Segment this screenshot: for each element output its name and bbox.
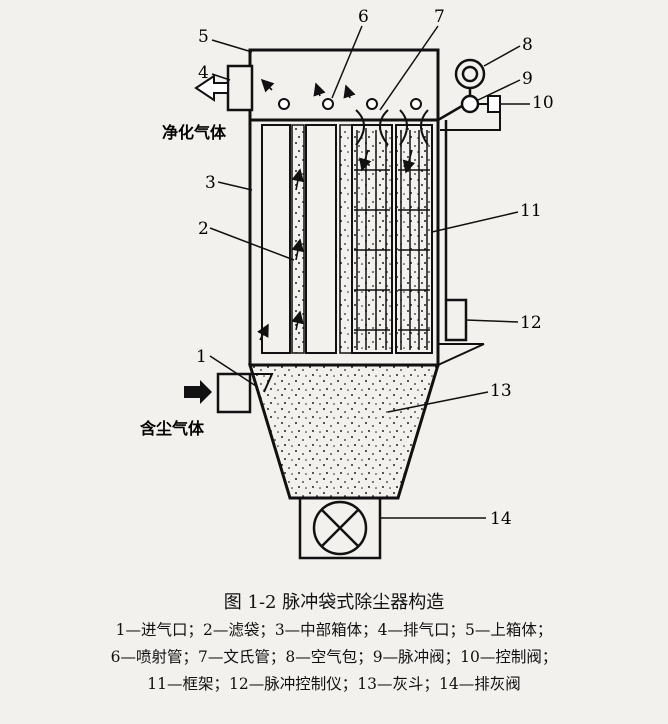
label-num-14: 14 <box>490 509 512 529</box>
ash-hopper <box>247 343 485 500</box>
air-tank <box>454 58 486 98</box>
inlet <box>184 372 274 414</box>
label-num-9: 9 <box>522 69 533 89</box>
discharge-valve <box>298 496 382 560</box>
blow-pipe <box>278 98 422 110</box>
label-num-7: 7 <box>434 7 445 27</box>
dust-collector-diagram: 1 2 3 4 5 6 7 8 9 10 11 12 13 14 净化气体 含尘… <box>140 7 554 560</box>
legend-line-2: 6—喷射管；7—文氏管；8—空气包；9—脉冲阀；10—控制阀； <box>110 648 558 666</box>
filter-bags <box>261 124 433 354</box>
pulse-valve <box>437 94 480 122</box>
label-num-11: 11 <box>520 201 542 221</box>
label-num-13: 13 <box>490 381 512 401</box>
venturi-tubes <box>355 109 429 146</box>
clean-gas-label: 净化气体 <box>162 123 227 142</box>
figure-caption: 图 1-2 脉冲袋式除尘器构造 <box>223 592 445 613</box>
legend-line-1: 1—进气口；2—滤袋；3—中部箱体；4—排气口；5—上箱体； <box>115 621 553 639</box>
leader-lines <box>209 25 530 519</box>
label-num-10: 10 <box>532 93 554 113</box>
label-num-12: 12 <box>520 313 542 333</box>
label-num-3: 3 <box>205 173 216 193</box>
upper-box <box>248 48 440 122</box>
pulse-controller <box>444 120 468 342</box>
dusty-gas-label: 含尘气体 <box>140 419 205 438</box>
label-num-4: 4 <box>198 63 209 83</box>
label-num-6: 6 <box>358 7 369 27</box>
outlet-pipe <box>194 64 254 112</box>
label-num-1: 1 <box>196 347 207 367</box>
label-num-2: 2 <box>198 219 209 239</box>
legend-line-3: 11—框架；12—脉冲控制仪；13—灰斗；14—排灰阀 <box>147 675 521 693</box>
label-num-8: 8 <box>522 35 533 55</box>
label-num-5: 5 <box>198 27 209 47</box>
